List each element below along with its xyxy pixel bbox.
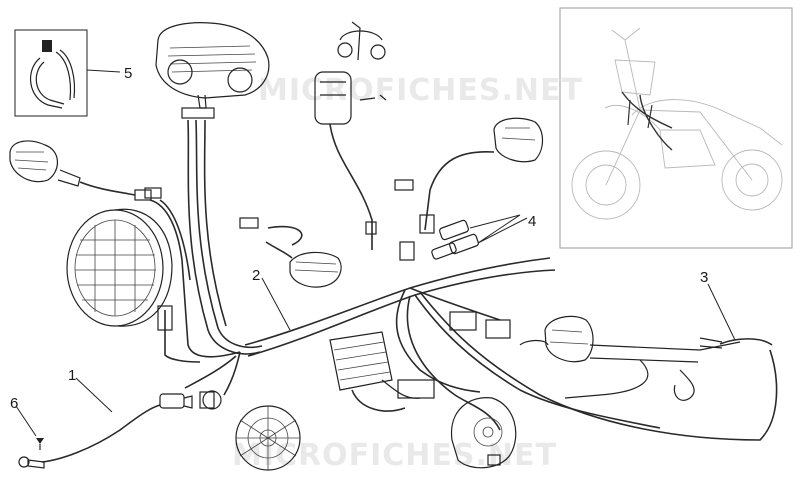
main-harness [149, 119, 778, 441]
instrument-panel [155, 22, 270, 119]
turn-signal-left [9, 140, 152, 201]
relay-connector [199, 390, 222, 410]
handlebar-switch-right [519, 315, 741, 401]
alternator [235, 405, 301, 471]
watermark-bottom: MICROFICHES.NET [232, 438, 557, 473]
motorcycle-inset [559, 7, 793, 249]
sensor-cable [699, 283, 773, 349]
ground-cable [18, 377, 193, 469]
screw [15, 405, 44, 450]
callout-5: 5 [124, 65, 132, 82]
connector-group [399, 214, 528, 261]
headlight [66, 208, 173, 327]
callout-1: 1 [68, 367, 76, 384]
turn-signal-right [144, 187, 342, 288]
callout-4: 4 [528, 213, 536, 230]
handlebar-switch-top [394, 117, 544, 234]
callout-6: 6 [10, 395, 18, 412]
ignition-switch [314, 21, 387, 250]
callout-3: 3 [700, 269, 708, 286]
watermark-top: MICROFICHES.NET [258, 73, 583, 108]
callout-2: 2 [252, 267, 260, 284]
cable-tie-box [14, 29, 121, 117]
voltage-regulator [329, 331, 435, 412]
horn [450, 397, 517, 469]
